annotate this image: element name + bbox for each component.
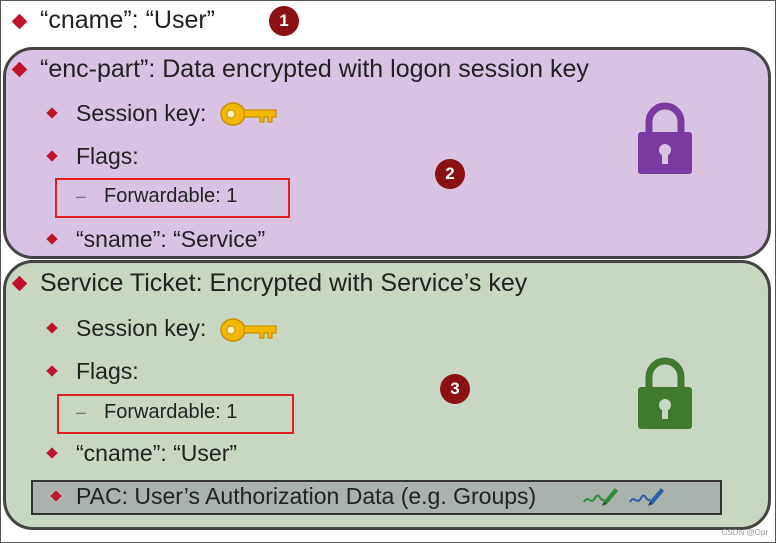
- dash-marker: –: [76, 402, 87, 422]
- key-icon: [220, 318, 277, 342]
- pac-bar: [31, 480, 722, 515]
- session-key-label: Session key:: [76, 315, 207, 341]
- step-badge-1: 1: [269, 6, 299, 36]
- key-icon: [220, 102, 277, 126]
- step-badge-3: 3: [440, 374, 470, 404]
- forwardable-flag: Forwardable: 1: [104, 185, 238, 207]
- flags-label: Flags:: [76, 358, 139, 384]
- session-key-label: Session key:: [76, 100, 207, 126]
- enc-part-title: “enc-part”: Data encrypted with logon se…: [40, 55, 589, 83]
- step-badge-2: 2: [435, 159, 465, 189]
- signature-pen-icon: [583, 488, 618, 506]
- watermark: CSDN @Opr: [721, 528, 768, 537]
- service-ticket-title: Service Ticket: Encrypted with Service’s…: [40, 269, 528, 297]
- cname-header: “cname”: “User”: [40, 6, 216, 34]
- pac-label: PAC: User’s Authorization Data (e.g. Gro…: [76, 483, 537, 509]
- forwardable-highlight: [55, 178, 290, 218]
- lock-icon: [638, 357, 692, 429]
- signature-pen-icon: [629, 488, 664, 506]
- forwardable-highlight: [57, 394, 294, 434]
- sname-field: “sname”: “Service”: [76, 226, 266, 252]
- flags-label: Flags:: [76, 143, 139, 169]
- lock-icon: [638, 102, 692, 174]
- cname-field: “cname”: “User”: [76, 440, 238, 466]
- dash-marker: –: [76, 186, 87, 206]
- forwardable-flag: Forwardable: 1: [104, 401, 238, 423]
